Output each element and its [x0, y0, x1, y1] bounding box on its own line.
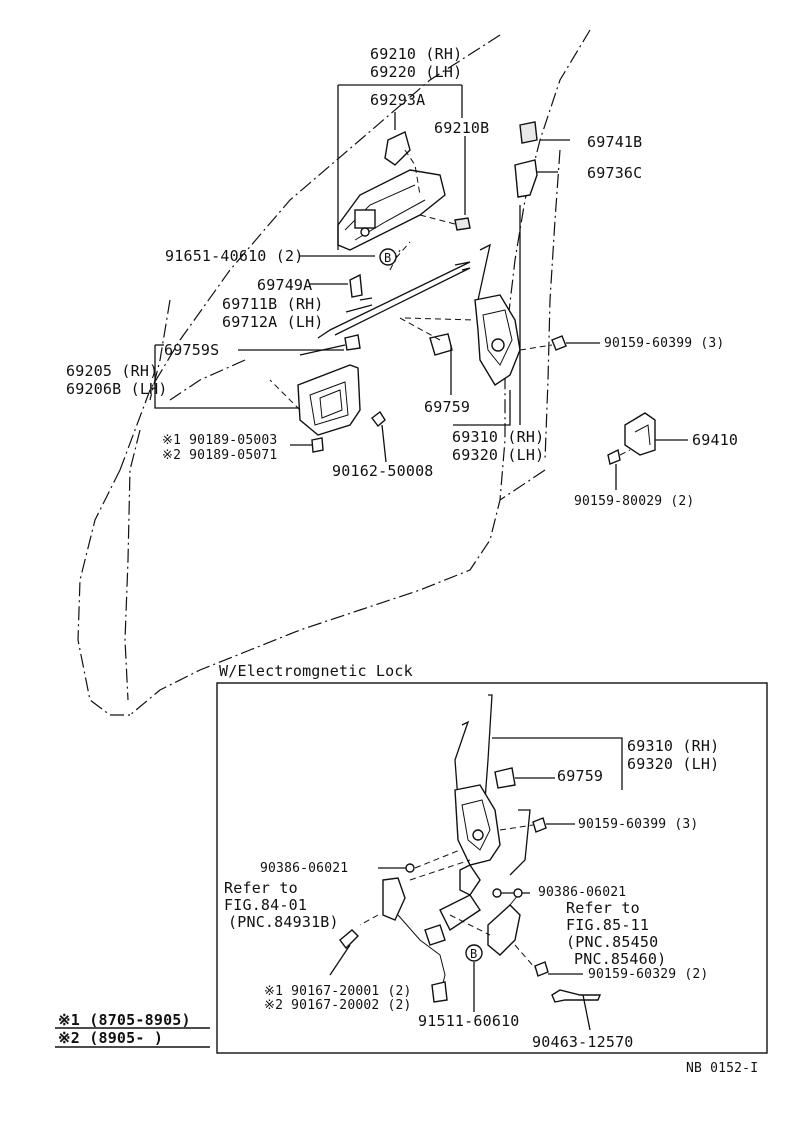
part-number-label: 69736C	[587, 164, 643, 182]
part-number-label: 69210B	[434, 119, 490, 137]
box-title: W/Electromgnetic Lock	[219, 662, 413, 680]
part-number-label: 69410	[692, 431, 739, 449]
part-number-label: 69206B (LH)	[66, 380, 168, 398]
handle-callout-lines	[300, 84, 466, 257]
footnote-2: ※2 (8905- )	[58, 1029, 164, 1047]
striker	[607, 412, 688, 490]
refer-note: Refer to	[566, 899, 640, 917]
part-number-label: 91511-60610	[418, 1012, 520, 1030]
part-number-label: 90159-60329 (2)	[588, 967, 709, 982]
refer-note: Refer to	[224, 879, 298, 897]
key-cylinder-parts	[514, 121, 570, 330]
part-number-label: 90386-06021	[260, 861, 349, 876]
refer-note: (PNC.84931B)	[228, 913, 339, 931]
part-number-label: 69741B	[587, 133, 643, 151]
part-number-label: 69220 (LH)	[370, 63, 463, 81]
door-lock	[399, 294, 600, 426]
part-number-label: ※2 90167-20002 (2)	[264, 998, 412, 1013]
refer-note: PNC.85460)	[574, 950, 667, 968]
em-lock-assembly	[329, 694, 623, 1031]
part-number-label: 90463-12570	[532, 1033, 634, 1051]
ref-b-top	[379, 248, 397, 266]
part-number-label: 90386-06021	[538, 885, 627, 900]
refer-note: FIG.85-11	[566, 916, 650, 934]
rods	[310, 243, 491, 339]
part-number-label: 69205 (RH)	[66, 362, 159, 380]
part-number-label: 90159-60399 (3)	[578, 817, 699, 832]
part-number-label: 69293A	[370, 91, 426, 109]
part-number-label: ※2 90189-05071	[162, 448, 278, 463]
refer-note: (PNC.85450	[566, 933, 659, 951]
part-number-label: 69759	[557, 767, 604, 785]
part-number-label: 91651-40610 (2)	[165, 247, 304, 265]
footnote-1: ※1 (8705-8905)	[58, 1011, 191, 1029]
figure-id: NB 0152-I	[686, 1061, 759, 1076]
part-number-label: 69712A (LH)	[222, 313, 324, 331]
part-number-label: ※1 90167-20001 (2)	[264, 984, 412, 999]
refer-note: FIG.84-01	[224, 896, 308, 914]
ref-b-letter: B	[470, 947, 478, 961]
part-number-label: 69320 (LH)	[452, 446, 545, 464]
part-number-label: 90159-80029 (2)	[574, 494, 695, 509]
misc-leaders	[299, 344, 346, 356]
part-number-label: 69759S	[164, 341, 220, 359]
part-number-label: 69310 (RH)	[627, 737, 720, 755]
part-number-label: ※1 90189-05003	[162, 433, 278, 448]
ref-b-bottom	[465, 944, 483, 962]
part-number-label: 69711B (RH)	[222, 295, 324, 313]
part-number-label: 90162-50008	[332, 462, 434, 480]
outside-handle	[337, 131, 471, 271]
part-number-label: 69210 (RH)	[370, 45, 463, 63]
ref-b-letter: B	[384, 251, 392, 265]
part-number-label: 90159-60399 (3)	[604, 336, 725, 351]
part-number-label: 69320 (LH)	[627, 755, 720, 773]
part-number-label: 69759	[424, 398, 471, 416]
part-number-label: 69310 (RH)	[452, 428, 545, 446]
inside-handle	[154, 334, 387, 463]
part-number-label: 69749A	[257, 276, 313, 294]
electromagnetic-lock-box	[216, 682, 768, 1054]
